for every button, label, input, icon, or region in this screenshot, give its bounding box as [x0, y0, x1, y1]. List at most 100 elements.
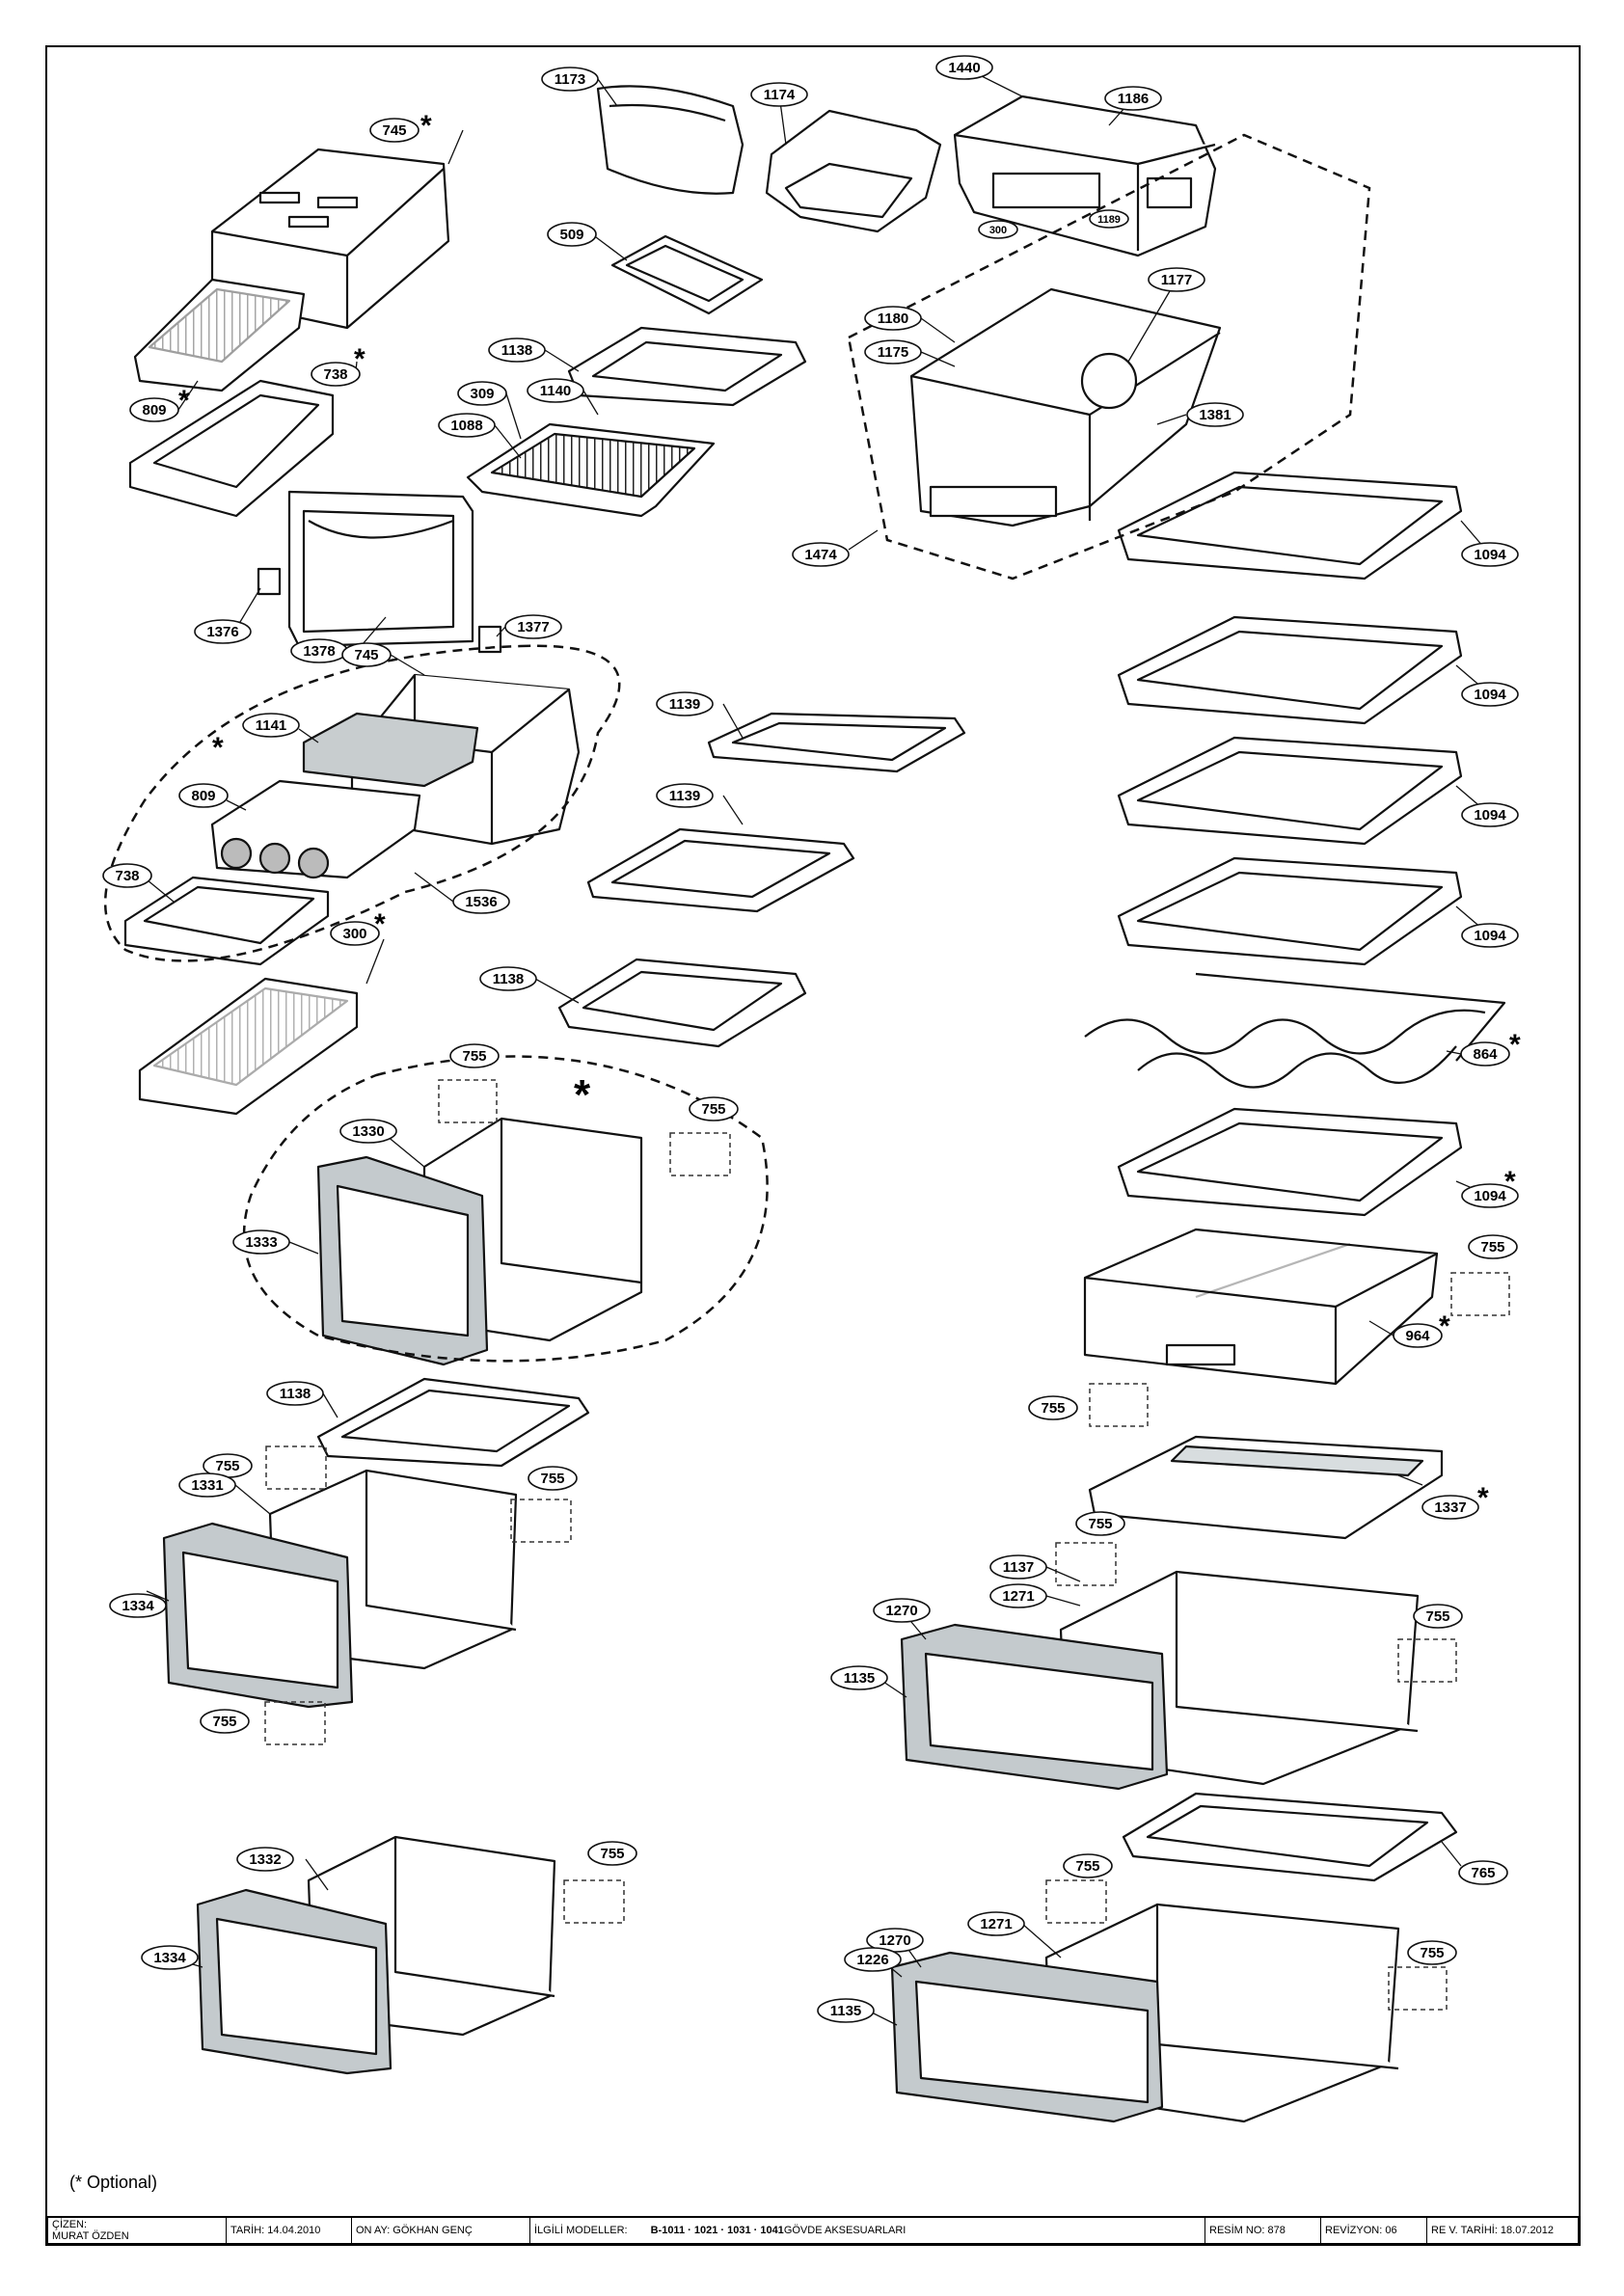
svg-text:1135: 1135: [830, 2003, 862, 2019]
label-1094-2: 1094: [1461, 682, 1519, 707]
label-1177: 1177: [1148, 267, 1205, 292]
part-1094-shelf-4: [1117, 856, 1463, 966]
part-1270-front-panel-2: [890, 1951, 1164, 2123]
part-1376-clip: [257, 567, 282, 596]
drawing-frame: [45, 45, 1581, 2246]
drawn-by-name: MURAT ÖZDEN: [52, 2230, 129, 2242]
label-1226: 1226: [844, 1947, 902, 1972]
part-738-bin-lower: [123, 876, 330, 966]
asterisk-809: *: [178, 385, 190, 417]
optional-footnote: (* Optional): [69, 2173, 158, 2192]
clip-box-755-a: [438, 1079, 498, 1123]
svg-text:1138: 1138: [493, 971, 525, 987]
svg-text:755: 755: [1480, 1239, 1504, 1256]
asterisk-864: *: [1509, 1029, 1521, 1061]
svg-text:1175: 1175: [878, 344, 909, 361]
part-1094-shelf-5: [1117, 1107, 1463, 1217]
revision-date-cell: RE V. TARİHİ: 18.07.2012: [1431, 2225, 1554, 2236]
part-864-wine-rack: [1084, 972, 1506, 1089]
label-309: 309: [457, 381, 507, 406]
svg-text:1377: 1377: [517, 619, 549, 635]
label-755-k: 755: [1063, 1853, 1113, 1878]
label-1474: 1474: [792, 542, 850, 567]
part-1333-front-panel: [316, 1155, 489, 1366]
asterisk-745: *: [420, 110, 432, 142]
part-1141-tray: [302, 712, 479, 788]
title-block: ÇİZEN: MURAT ÖZDEN TARİH: 14.04.2010 ON …: [46, 2216, 1580, 2245]
label-1376: 1376: [194, 619, 252, 644]
label-1141: 1141: [242, 713, 300, 738]
label-1135-1: 1135: [830, 1665, 888, 1690]
label-509: 509: [547, 222, 597, 247]
label-1140: 1140: [527, 378, 584, 403]
svg-text:755: 755: [215, 1458, 239, 1474]
label-1377: 1377: [504, 614, 562, 639]
models-list: B-1011 · 1021 · 1031 · 1041: [650, 2225, 784, 2236]
label-738-lower: 738: [102, 863, 152, 888]
part-300-ice-tray: [138, 977, 359, 1116]
asterisk-964: *: [1439, 1310, 1450, 1342]
clip-box-755-g: [1055, 1542, 1117, 1586]
svg-text:300: 300: [342, 926, 366, 942]
label-1189: 1189: [1089, 209, 1129, 229]
clip-box-755-k: [563, 1879, 625, 1924]
svg-text:1094: 1094: [1474, 547, 1506, 563]
label-300-lower: 300: [330, 921, 380, 946]
svg-text:1333: 1333: [245, 1234, 277, 1251]
label-1094-4: 1094: [1461, 923, 1519, 948]
svg-text:864: 864: [1473, 1046, 1498, 1063]
svg-text:1094: 1094: [1474, 687, 1506, 703]
label-745-top: 745: [369, 118, 420, 143]
part-1334-front-panel-2: [196, 1888, 392, 2075]
part-1094-shelf-3: [1117, 736, 1463, 846]
label-1334-1: 1334: [109, 1593, 167, 1618]
part-738-bin-top: [128, 379, 335, 518]
part-1334-front-panel-1: [162, 1522, 354, 1709]
label-1378: 1378: [290, 638, 348, 663]
label-755-l: 755: [1407, 1940, 1457, 1965]
label-1174: 1174: [750, 82, 808, 107]
svg-text:1271: 1271: [1002, 1588, 1034, 1605]
label-1173: 1173: [541, 67, 599, 92]
svg-text:755: 755: [1088, 1516, 1112, 1532]
asterisk-1337: *: [1477, 1482, 1489, 1514]
svg-text:1378: 1378: [303, 643, 335, 660]
label-755-g: 755: [1075, 1511, 1125, 1536]
label-755-d: 755: [1028, 1395, 1078, 1420]
svg-text:1271: 1271: [980, 1916, 1012, 1932]
label-755-c: 755: [1468, 1234, 1518, 1259]
svg-text:1094: 1094: [1474, 928, 1506, 944]
svg-text:755: 755: [600, 1846, 624, 1862]
part-745-ice-holder-top: [210, 148, 450, 330]
svg-text:1270: 1270: [885, 1603, 917, 1619]
label-1332: 1332: [236, 1847, 294, 1872]
svg-text:738: 738: [115, 868, 139, 884]
label-738-top: 738: [311, 362, 361, 387]
part-1139-frame-2: [586, 827, 855, 913]
drawing-title: GÖVDE AKSESUARLARI: [783, 2225, 907, 2236]
assembly-outline-1474: [847, 133, 1371, 581]
svg-text:1376: 1376: [206, 624, 238, 640]
label-755-a: 755: [449, 1043, 500, 1068]
models-cell: İLGİLİ MODELLER: B-1011 · 1021 · 1031 · …: [530, 2218, 1205, 2243]
label-1334-2: 1334: [141, 1945, 199, 1970]
svg-text:1140: 1140: [540, 383, 572, 399]
label-1536: 1536: [452, 889, 510, 914]
part-509-gasket: [610, 234, 764, 315]
svg-text:755: 755: [701, 1101, 725, 1118]
svg-text:1189: 1189: [1097, 214, 1121, 226]
label-1271-1: 1271: [989, 1583, 1047, 1608]
clip-box-755-c: [1450, 1272, 1510, 1316]
label-300-top: 300: [978, 220, 1018, 239]
part-1140-shelf-frame: [567, 326, 807, 407]
svg-text:300: 300: [989, 225, 1007, 236]
label-964: 964: [1393, 1323, 1443, 1348]
label-765: 765: [1458, 1860, 1508, 1885]
svg-text:1137: 1137: [1003, 1559, 1035, 1576]
part-809-ice-tray-top: [133, 278, 306, 392]
svg-text:755: 755: [1420, 1945, 1444, 1961]
asterisk-assembly-1536: *: [212, 732, 224, 764]
optional-markers: * * * * * * * * * *: [178, 110, 1521, 1514]
part-964-drawer: [1083, 1228, 1439, 1386]
